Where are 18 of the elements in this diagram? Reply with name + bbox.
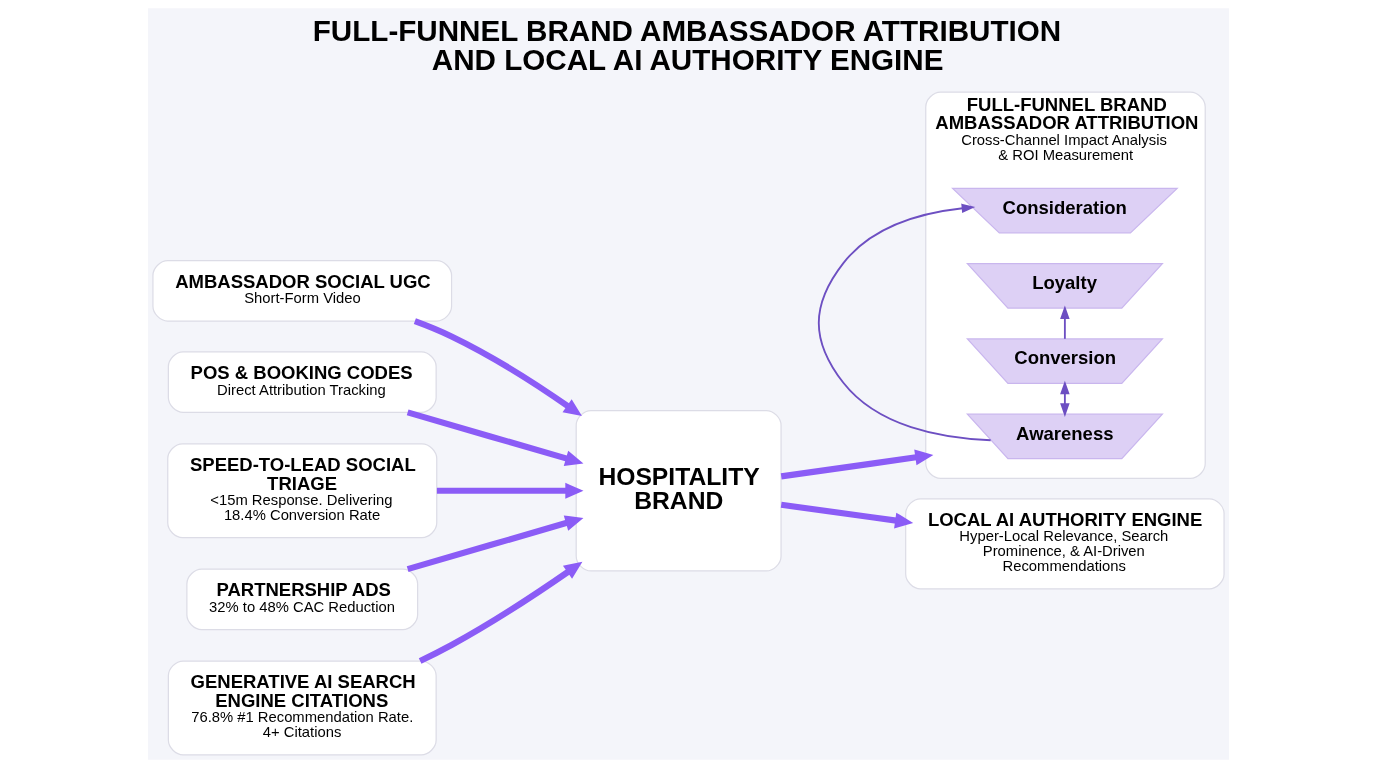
arrow	[1059, 380, 1070, 417]
arrow	[1059, 305, 1070, 340]
node-box: PARTNERSHIP ADS 32% to 48% CAC Reduction	[185, 568, 418, 631]
node-box: GENERATIVE AI SEARCH ENGINE CITATIONS 76.8% #1 Recommendation Rate. 4+ Citations	[167, 660, 437, 756]
diagram-title: FULL-FUNNEL BRAND AMBASSADOR ATTRIBUTION AND LOCAL AI AUTHORITY ENGINE	[312, 13, 1061, 77]
arrow	[780, 501, 913, 529]
node-box: SPEED-TO-LEAD SOCIAL TRIAGE <15m Response. Delivering 18.4% Conversion Rate	[166, 443, 437, 539]
node-box: HOSPITALITY BRAND	[575, 409, 782, 572]
node-box: POS & BOOKING CODES Direct Attribution Tracking	[167, 351, 437, 413]
arrow	[418, 561, 582, 664]
node-box: LOCAL AI AUTHORITY ENGINE Hyper-Local Relevance, Search Prominence, & AI-Driven Recommendations	[904, 498, 1225, 590]
arrow	[436, 482, 583, 499]
arrow	[817, 203, 992, 442]
arrow	[780, 449, 933, 480]
arrow	[406, 409, 583, 467]
arrow	[413, 318, 582, 417]
arrow	[406, 515, 583, 573]
node-box: AMBASSADOR SOCIAL UGC Short-Form Video	[151, 260, 452, 322]
